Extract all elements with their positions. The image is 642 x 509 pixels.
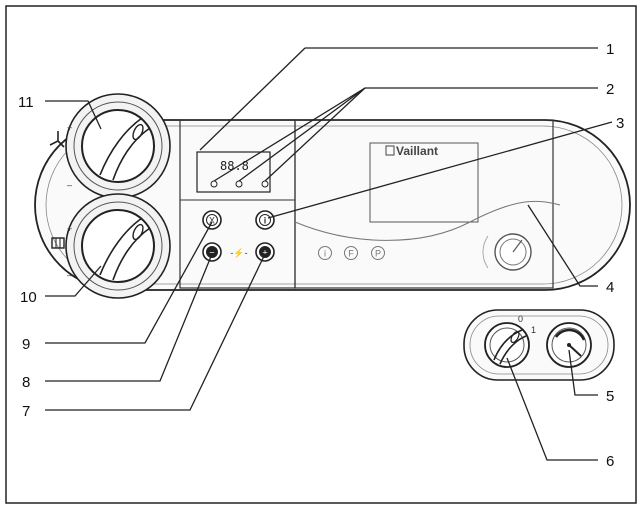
heating-plus-label: +: [67, 224, 72, 234]
hot-water-plus-label: +: [67, 123, 72, 133]
main-power-switch[interactable]: [484, 322, 530, 368]
callout-9: 9: [22, 336, 30, 353]
callout-5: 5: [606, 388, 614, 405]
frame-border: [5, 5, 637, 504]
info-icon: i: [264, 216, 267, 226]
reset-button[interactable]: X: [202, 210, 222, 230]
lcd-display: [196, 151, 271, 193]
callout-11: 11: [18, 94, 34, 111]
switch-on-label: 1: [531, 325, 536, 335]
callout-3: 3: [616, 115, 624, 132]
plus-button[interactable]: +: [255, 242, 275, 262]
mode-symbol-f: F: [344, 246, 358, 260]
lower-panel-inner: [469, 315, 609, 375]
info-screen-window: [369, 142, 479, 223]
callout-2: 2: [606, 81, 614, 98]
callout-8: 8: [22, 374, 30, 391]
heating-temperature-knob[interactable]: [65, 193, 171, 299]
leader-lines: [45, 47, 613, 461]
lcd-value: 88.8: [220, 159, 249, 173]
switch-off-label: 0: [518, 314, 523, 324]
control-panel-inner-outline: [45, 125, 623, 285]
brand-panel-box: [294, 119, 554, 289]
reset-icon: X: [209, 216, 215, 226]
control-panel-outline: [34, 119, 631, 291]
svg-text:i: i: [324, 249, 326, 259]
callout-1: 1: [606, 41, 614, 58]
svg-text:P: P: [375, 249, 381, 259]
callout-4: 4: [606, 279, 614, 296]
info-button[interactable]: i: [255, 210, 275, 230]
callout-7: 7: [22, 403, 30, 420]
mode-symbol-p: P: [371, 246, 385, 260]
plus-icon: +: [262, 248, 267, 258]
minus-icon: −: [209, 248, 214, 258]
svg-text:F: F: [348, 249, 354, 259]
radiator-icon: [51, 237, 65, 249]
brand-logo-icon: [385, 145, 395, 156]
callout-6: 6: [606, 453, 614, 470]
brand-name: Vaillant: [396, 144, 438, 158]
heating-minus-label: –: [67, 270, 72, 280]
hot-water-minus-label: –: [67, 180, 72, 190]
minus-button[interactable]: −: [202, 242, 222, 262]
callout-10: 10: [20, 289, 37, 306]
mode-symbol-i: i: [318, 246, 332, 260]
hot-water-temperature-knob[interactable]: [65, 93, 171, 199]
panel-wave-line: [294, 200, 561, 241]
tap-icon: [49, 131, 65, 148]
pressure-gauge-icon: [546, 322, 592, 368]
chimney-sweep-icon: -⚡-: [230, 247, 247, 259]
room-temperature-dial[interactable]: [482, 233, 532, 271]
